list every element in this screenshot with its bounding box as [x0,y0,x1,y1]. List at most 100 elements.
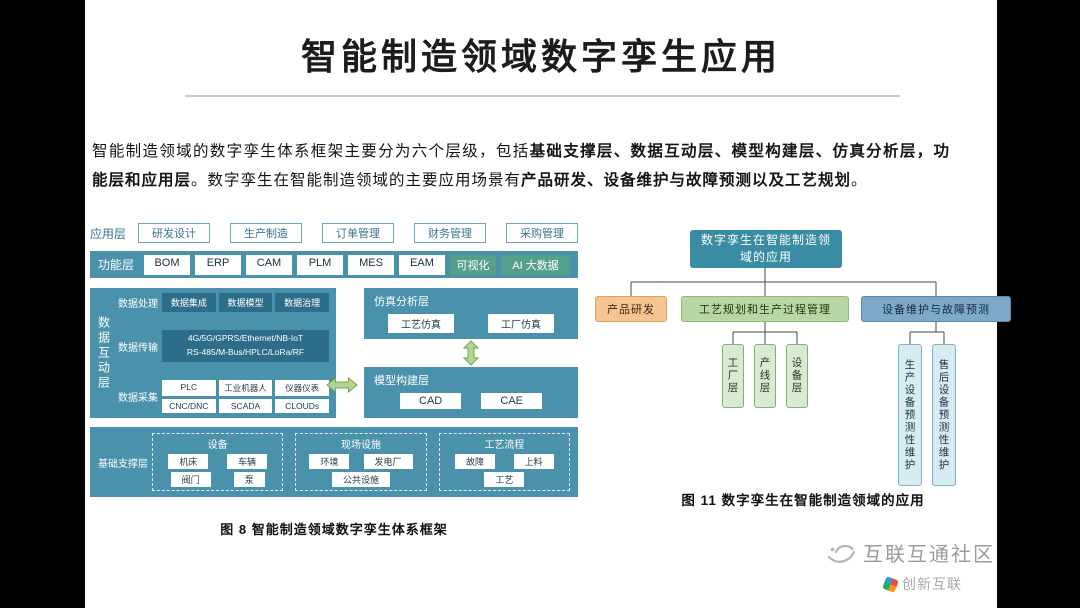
basic-support-label: 基础支撑层 [98,458,148,470]
application-layer-row: 应用层 研发设计 生产制造 订单管理 财务管理 采购管理 [90,223,578,243]
process-item-craft: 工艺 [484,472,525,487]
figure8-caption: 图 8 智能制造领域数字孪生体系框架 [220,522,448,537]
middle-layers: 数据互动层 数据处理 数据集成 数据模型 数据治理 数据传输 4G/5G/GPR… [90,288,578,418]
facilities-group-label: 现场设施 [340,440,381,451]
func-item-bom: BOM [144,254,190,275]
transmission-line: 4G/5G/GPRS/Ethernet/NB-IoT [187,333,304,344]
tree-root-node: 数字孪生在智能制造领域的应用 [690,230,842,268]
simulation-model-column: 仿真分析层 工艺仿真 工厂仿真 模型构建层 CAD CAE [364,288,578,418]
equipment-item-valve: 阀门 [170,472,211,487]
watermark: 互联互通社区 创新互联 [826,538,995,594]
facility-item-public-utilities: 公共设施 [331,472,390,487]
support-group-equipment: 设备 机床 车辆 阀门 泵 [152,433,284,491]
application-layer-items: 研发设计 生产制造 订单管理 财务管理 采购管理 [138,223,578,243]
equipment-item-machine-tool: 机床 [168,454,209,469]
transmission-line: RS-485/M-Bus/HPLC/LoRa/RF [186,347,305,357]
model-building-label: 模型构建层 [374,375,429,387]
vertical-bidirectional-arrow-icon [364,339,578,367]
func-item-mes: MES [348,254,394,275]
app-item-order-mgmt: 订单管理 [322,223,394,243]
branch-process-planning: 工艺规划和生产过程管理 [681,296,849,322]
data-processing-row: 数据处理 数据集成 数据模型 数据治理 [118,293,332,312]
tree-connector-lines [630,268,945,344]
process-item-loading: 上料 [513,454,554,469]
support-group-process: 工艺流程 故障 上料 工艺 [438,433,570,491]
equipment-item-pump: 泵 [233,472,265,487]
equipment-group-label: 设备 [207,440,228,451]
figure11-caption: 图 11 数字孪生在智能制造领域的应用 [681,493,925,508]
leaf-equipment-level: 设备层 [786,344,808,408]
sim-item-process: 工艺仿真 [388,314,454,333]
support-groups: 设备 机床 车辆 阀门 泵 现场设施 环境 发电厂 [152,433,570,491]
data-transmission-protocols: 4G/5G/GPRS/Ethernet/NB-IoT RS-485/M-Bus/… [162,330,329,362]
leaf-line-level: 产线层 [754,344,776,408]
data-collection-items: PLC 工业机器人 仪器仪表 CNC/DNC SCADA CLOUDs [162,380,329,413]
collection-item-scada: SCADA [218,399,273,413]
framework-diagram: 应用层 研发设计 生产制造 订单管理 财务管理 采购管理 功能层 BOM ERP… [90,223,578,497]
data-processing-label: 数据处理 [118,299,158,310]
collection-item-clouds: CLOUDs [275,399,329,413]
func-item-plm: PLM [297,254,343,275]
support-group-facilities: 现场设施 环境 发电厂 公共设施 [295,433,427,491]
horizontal-bidirectional-arrow-icon [326,376,358,399]
intro-bold-layers: 基础支撑层、数据互动层、模型构建层、仿真分析层，功能层和应用层 [92,143,950,189]
watermark-brand-row: 创新互联 [882,574,995,594]
app-item-finance-mgmt: 财务管理 [414,223,486,243]
leaf-production-predictive-maintenance: 生产设备预测性维护 [898,344,922,486]
data-collection-label: 数据采集 [118,393,158,404]
collection-item-robot: 工业机器人 [218,380,273,396]
function-layer-label: 功能层 [98,258,135,272]
function-layer-row: 功能层 BOM ERP CAM PLM MES EAM 可视化 AI 大数据 [90,251,578,278]
data-processing-item: 数据治理 [275,293,330,312]
hands-logo-icon [826,540,858,566]
app-item-rnd-design: 研发设计 [138,223,210,243]
func-item-cam: CAM [246,254,292,275]
data-interaction-layer-label: 数据互动层 [96,315,111,391]
intro-bold-scenarios: 产品研发、设备维护与故障预测以及工艺规划 [521,171,852,189]
watermark-community-row: 互联互通社区 [826,538,995,567]
data-interaction-rows: 数据处理 数据集成 数据模型 数据治理 数据传输 4G/5G/GPRS/Ethe… [114,293,332,413]
facility-item-environment: 环境 [309,454,350,469]
simulation-analysis-label: 仿真分析层 [374,296,429,308]
func-item-erp: ERP [195,254,241,275]
collection-item-cnc: CNC/DNC [162,399,216,413]
data-transmission-label: 数据传输 [118,342,158,354]
app-item-production: 生产制造 [230,223,302,243]
func-item-visualization: 可视化 [450,254,496,275]
app-item-procurement-mgmt: 采购管理 [506,223,578,243]
intro-text: 智能制造领域的数字孪生体系框架主要分为六个层级，包括 [92,143,530,160]
function-layer-items: BOM ERP CAM PLM MES EAM 可视化 AI 大数据 [144,254,570,275]
func-item-ai-bigdata: AI 大数据 [501,254,570,275]
data-collection-row: 数据采集 PLC 工业机器人 仪器仪表 CNC/DNC SCADA CLOUDs [118,380,332,413]
page-title: 智能制造领域数字孪生应用 [300,37,781,77]
equipment-item-vehicle: 车辆 [226,454,267,469]
model-item-cad: CAD [400,393,462,409]
process-row: 故障 上料 [446,454,563,469]
process-row: 工艺 [446,472,563,487]
facilities-row: 环境 发电厂 [302,454,419,469]
sim-item-factory: 工厂仿真 [488,314,554,333]
simulation-items: 工艺仿真 工厂仿真 [374,314,568,333]
process-group-label: 工艺流程 [484,440,525,451]
basic-support-layer: 基础支撑层 设备 机床 车辆 阀门 泵 现场设施 环境 [90,427,578,497]
watermark-community-text: 互联互通社区 [863,544,995,566]
leaf-factory-level: 工厂层 [722,344,744,408]
data-processing-item: 数据集成 [162,293,216,312]
collection-item-plc: PLC [162,380,216,396]
data-interaction-layer: 数据互动层 数据处理 数据集成 数据模型 数据治理 数据传输 4G/5G/GPR… [90,288,336,418]
data-processing-item: 数据模型 [218,293,273,312]
simulation-analysis-layer: 仿真分析层 工艺仿真 工厂仿真 [364,288,578,339]
data-transmission-row: 数据传输 4G/5G/GPRS/Ethernet/NB-IoT RS-485/M… [118,330,332,362]
intro-text: 。数字孪生在智能制造领域的主要应用场景有 [191,171,522,189]
func-item-eam: EAM [399,254,445,275]
left-black-bar [0,0,85,608]
facilities-row: 公共设施 [302,472,419,487]
collection-item-instrument: 仪器仪表 [275,380,329,396]
facility-item-power-plant: 发电厂 [363,454,413,469]
model-building-layer: 模型构建层 CAD CAE [364,367,578,418]
title-divider [185,95,900,97]
model-item-cae: CAE [481,393,542,409]
application-layer-label: 应用层 [90,226,127,241]
process-item-fault: 故障 [454,454,495,469]
model-items: CAD CAE [374,393,568,409]
